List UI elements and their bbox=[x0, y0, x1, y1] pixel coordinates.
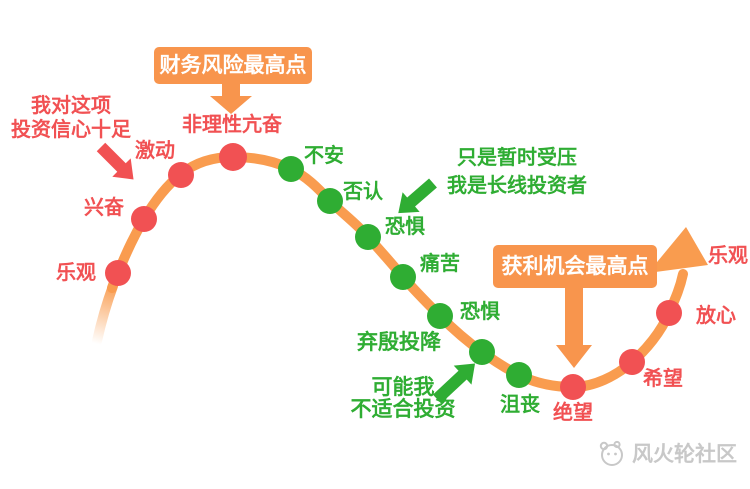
emotion-curve bbox=[107, 151, 688, 393]
emotion-label-euphoria: 非理性亢奋 bbox=[182, 114, 282, 136]
emotion-dot bbox=[219, 143, 247, 171]
emotion-label-optimism-end: 乐观 bbox=[708, 245, 748, 267]
emotion-dot bbox=[506, 362, 532, 388]
emotion-label-pain: 痛苦 bbox=[420, 253, 460, 275]
profit-callout-arrow-icon bbox=[556, 286, 592, 368]
emotion-label-capitulation: 弃殷投降 bbox=[357, 331, 441, 354]
confidence-annotation-line1: 我对这项 bbox=[31, 95, 111, 117]
watermark: 风火轮社区 bbox=[596, 438, 737, 468]
emotion-dot bbox=[619, 349, 645, 375]
emotion-label-fear: 恐惧 bbox=[385, 216, 425, 238]
longterm-annotation-line2: 我是长线投资者 bbox=[447, 175, 587, 197]
confidence-arrow-icon bbox=[96, 142, 134, 180]
longterm-annotation: 只是暂时受压 我是长线投资者 bbox=[438, 144, 596, 200]
emotion-dot bbox=[278, 156, 304, 182]
risk-callout-arrow-icon bbox=[210, 82, 252, 114]
watermark-logo-icon bbox=[599, 440, 623, 466]
emotion-dot bbox=[560, 374, 586, 400]
emotion-dot bbox=[390, 264, 416, 290]
longterm-annotation-line1: 只是暂时受压 bbox=[457, 147, 577, 169]
emotion-label-denial: 否认 bbox=[343, 181, 383, 203]
emotion-label-fear-2: 恐惧 bbox=[460, 301, 500, 323]
emotion-label-despondency: 沮丧 bbox=[500, 394, 540, 416]
unsuitable-annotation-line2: 不适合投资 bbox=[350, 398, 456, 422]
emotion-label-optimism-start: 乐观 bbox=[56, 262, 96, 284]
profit-peak-callout-text: 获利机会最高点 bbox=[501, 255, 649, 278]
emotion-dot bbox=[656, 300, 682, 326]
confidence-annotation: 我对这项 投资信心十足 bbox=[4, 94, 138, 143]
emotion-label-relief: 放心 bbox=[696, 305, 736, 327]
emotion-dot bbox=[317, 188, 343, 214]
emotion-label-excitement: 兴奋 bbox=[84, 197, 124, 219]
longterm-arrow-icon bbox=[398, 178, 437, 214]
unsuitable-annotation-line1: 可能我 bbox=[371, 376, 435, 399]
risk-peak-callout: 财务风险最高点 bbox=[154, 47, 312, 84]
emotion-label-despair: 绝望 bbox=[553, 402, 593, 424]
risk-peak-callout-text: 财务风险最高点 bbox=[159, 54, 307, 77]
emotion-label-thrill: 激动 bbox=[135, 140, 175, 162]
unsuitable-annotation: 可能我 不适合投资 bbox=[348, 376, 458, 422]
emotion-label-hope: 希望 bbox=[643, 368, 683, 390]
confidence-annotation-line2: 投资信心十足 bbox=[11, 119, 131, 142]
emotion-dot bbox=[131, 206, 157, 232]
emotion-dot bbox=[168, 162, 194, 188]
emotion-dot bbox=[105, 260, 131, 286]
emotion-dot bbox=[469, 339, 495, 365]
unsuitable-arrow-icon bbox=[432, 363, 476, 404]
emotion-label-anxiety: 不安 bbox=[304, 145, 344, 167]
emotion-dot bbox=[427, 303, 453, 329]
cycle-restart-arrow-icon bbox=[648, 227, 708, 273]
curve-tail bbox=[92, 281, 118, 346]
emotion-dot bbox=[355, 224, 381, 250]
watermark-text: 风火轮社区 bbox=[632, 443, 737, 466]
profit-peak-callout: 获利机会最高点 bbox=[493, 245, 657, 288]
